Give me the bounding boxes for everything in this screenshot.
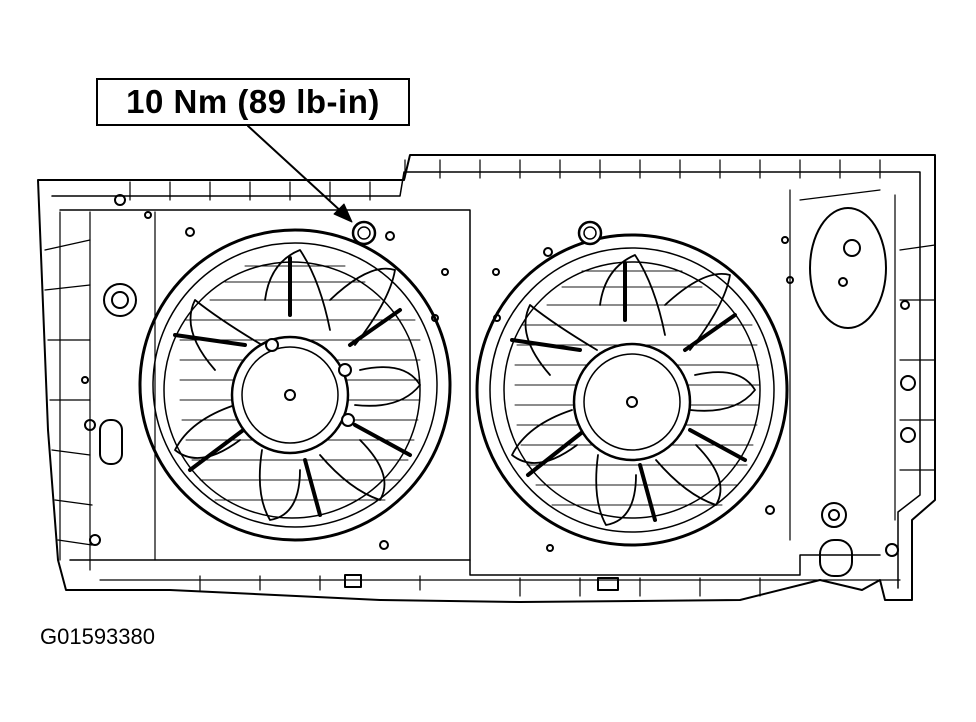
left-cooling-fan (138, 228, 452, 542)
torque-callout: 10 Nm (89 lb-in) (96, 78, 410, 126)
figure-id: G01593380 (40, 624, 155, 649)
right-cooling-fan (475, 233, 789, 547)
right-mounting-bolt (577, 220, 603, 246)
torque-callout-label: 10 Nm (89 lb-in) (126, 83, 380, 120)
callout-leader-arrow (247, 125, 353, 223)
fan-shroud (37, 154, 936, 603)
upper-mounting-bolt (351, 220, 377, 246)
